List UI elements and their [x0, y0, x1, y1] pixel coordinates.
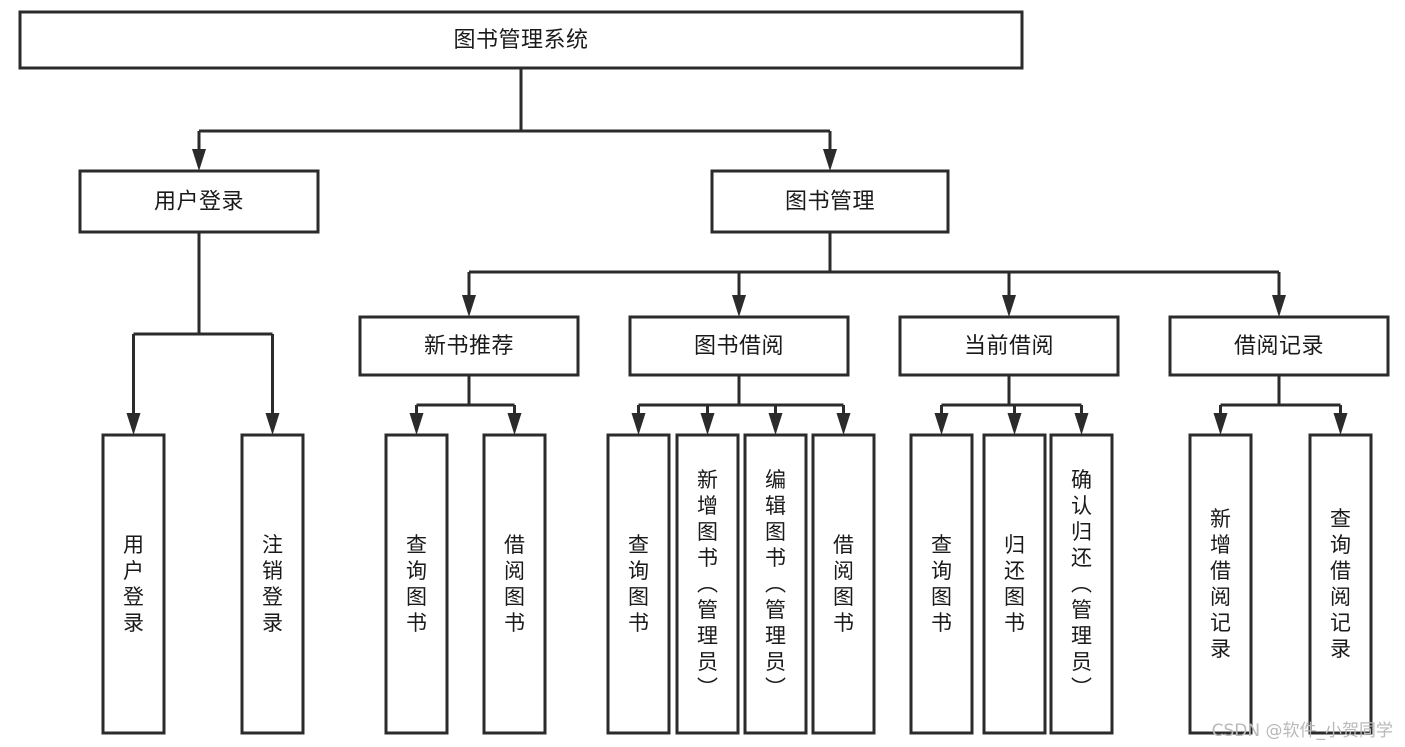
node-leaf-logout-label: 注销登录: [262, 533, 283, 635]
arrow-head-icon-leaf-2-2: [1074, 413, 1089, 435]
node-user-login[interactable]: 用户登录: [78, 169, 320, 234]
node-leaf-query-book-borrow[interactable]: 查询图书: [606, 433, 671, 735]
arrow-head-icon-level2-1: [823, 149, 837, 171]
arrow-head-icon-leaf-3-0: [1213, 413, 1228, 435]
node-user-login-label: 用户登录: [154, 190, 244, 215]
node-book-management[interactable]: 图书管理: [710, 169, 950, 234]
node-leaf-borrow-book-rect: [811, 433, 876, 735]
node-leaf-borrow-book-rec-label: 借阅图书: [504, 533, 525, 635]
arrow-head-icon-user-login-leaf-0: [126, 413, 141, 435]
node-current-borrow-rect: [898, 315, 1120, 377]
node-new-book-recommend[interactable]: 新书推荐: [358, 315, 580, 377]
node-book-management-label: 图书管理: [785, 190, 875, 215]
node-leaf-return-book-label: 归还图书: [1004, 533, 1025, 635]
node-current-borrow[interactable]: 当前借阅: [898, 315, 1120, 377]
node-borrow-records-label: 借阅记录: [1234, 334, 1324, 359]
node-leaf-query-book-rec-rect: [384, 433, 449, 735]
node-leaf-borrow-book-label: 借阅图书: [833, 533, 854, 635]
arrow-head-icon-user-login-leaf-1: [265, 413, 280, 435]
arrow-head-icon-leaf-3-1: [1333, 413, 1348, 435]
node-leaf-add-record[interactable]: 新增借阅记录: [1188, 433, 1253, 735]
arrow-head-icon-leaf-2-1: [1007, 413, 1022, 435]
node-leaf-user-login[interactable]: 用户登录: [101, 433, 166, 735]
node-leaf-user-login-label: 用户登录: [123, 533, 144, 635]
node-leaf-logout-rect: [240, 433, 305, 735]
node-leaf-add-book[interactable]: 新增图书︵管理员︶: [675, 433, 740, 735]
node-book-borrow-label: 图书借阅: [694, 334, 784, 359]
node-book-borrow[interactable]: 图书借阅: [628, 315, 850, 377]
arrow-head-icon-leaf-1-3: [836, 413, 851, 435]
node-book-management-rect: [710, 169, 950, 234]
node-leaf-user-login-rect: [101, 433, 166, 735]
arrow-head-icon-leaf-1-1: [700, 413, 715, 435]
node-leaf-borrow-book-rec-rect: [482, 433, 547, 735]
node-leaf-return-book[interactable]: 归还图书: [982, 433, 1047, 735]
node-leaf-edit-book-rect: [743, 433, 808, 735]
nodes-layer: 图书管理系统用户登录图书管理新书推荐图书借阅当前借阅借阅记录用户登录注销登录查询…: [18, 10, 1390, 735]
node-leaf-query-book-current-label: 查询图书: [931, 533, 952, 635]
arrow-head-icon-leaf-2-0: [934, 413, 949, 435]
node-root-root[interactable]: 图书管理系统: [18, 10, 1024, 70]
node-leaf-add-book-label: 新增图书︵管理员︶: [697, 468, 718, 700]
node-leaf-query-book-current-rect: [909, 433, 974, 735]
node-current-borrow-label: 当前借阅: [964, 334, 1054, 359]
node-leaf-query-record-label: 查询借阅记录: [1330, 507, 1351, 661]
node-root-root-rect: [18, 10, 1024, 70]
node-leaf-add-book-rect: [675, 433, 740, 735]
connectors-layer: [126, 68, 1348, 435]
arrow-head-icon-level2-0: [192, 149, 206, 171]
node-leaf-add-record-rect: [1188, 433, 1253, 735]
arrow-head-icon-leaf-1-0: [631, 413, 646, 435]
arrow-head-icon-level3-1: [732, 295, 746, 317]
arrow-head-icon-leaf-0-0: [409, 413, 424, 435]
node-leaf-return-book-rect: [982, 433, 1047, 735]
node-leaf-query-book-borrow-rect: [606, 433, 671, 735]
arrow-head-icon-level3-3: [1272, 295, 1286, 317]
node-leaf-confirm-return-rect: [1049, 433, 1114, 735]
node-borrow-records-rect: [1168, 315, 1390, 377]
node-leaf-query-book-rec-label: 查询图书: [406, 533, 427, 635]
node-leaf-add-record-label: 新增借阅记录: [1210, 507, 1231, 661]
node-leaf-query-book-current[interactable]: 查询图书: [909, 433, 974, 735]
arrow-head-icon-level3-0: [462, 295, 476, 317]
node-borrow-records[interactable]: 借阅记录: [1168, 315, 1390, 377]
node-user-login-rect: [78, 169, 320, 234]
node-leaf-edit-book[interactable]: 编辑图书︵管理员︶: [743, 433, 808, 735]
watermark-label: CSDN @软件_小贺同学: [1211, 721, 1393, 741]
arrow-head-icon-level3-2: [1002, 295, 1016, 317]
node-leaf-query-book-rec[interactable]: 查询图书: [384, 433, 449, 735]
node-leaf-borrow-book-rec[interactable]: 借阅图书: [482, 433, 547, 735]
node-leaf-query-record-rect: [1308, 433, 1373, 735]
node-root-root-label: 图书管理系统: [453, 28, 588, 53]
node-leaf-logout[interactable]: 注销登录: [240, 433, 305, 735]
node-book-borrow-rect: [628, 315, 850, 377]
node-leaf-confirm-return[interactable]: 确认归还︵管理员︶: [1049, 433, 1114, 735]
arrow-head-icon-leaf-1-2: [768, 413, 783, 435]
node-new-book-recommend-label: 新书推荐: [424, 334, 514, 359]
arrow-head-icon-leaf-0-1: [507, 413, 522, 435]
node-leaf-query-book-borrow-label: 查询图书: [628, 533, 649, 635]
node-leaf-query-record[interactable]: 查询借阅记录: [1308, 433, 1373, 735]
node-leaf-borrow-book[interactable]: 借阅图书: [811, 433, 876, 735]
node-new-book-recommend-rect: [358, 315, 580, 377]
node-leaf-confirm-return-label: 确认归还︵管理员︶: [1071, 468, 1092, 700]
node-leaf-edit-book-label: 编辑图书︵管理员︶: [765, 468, 786, 700]
